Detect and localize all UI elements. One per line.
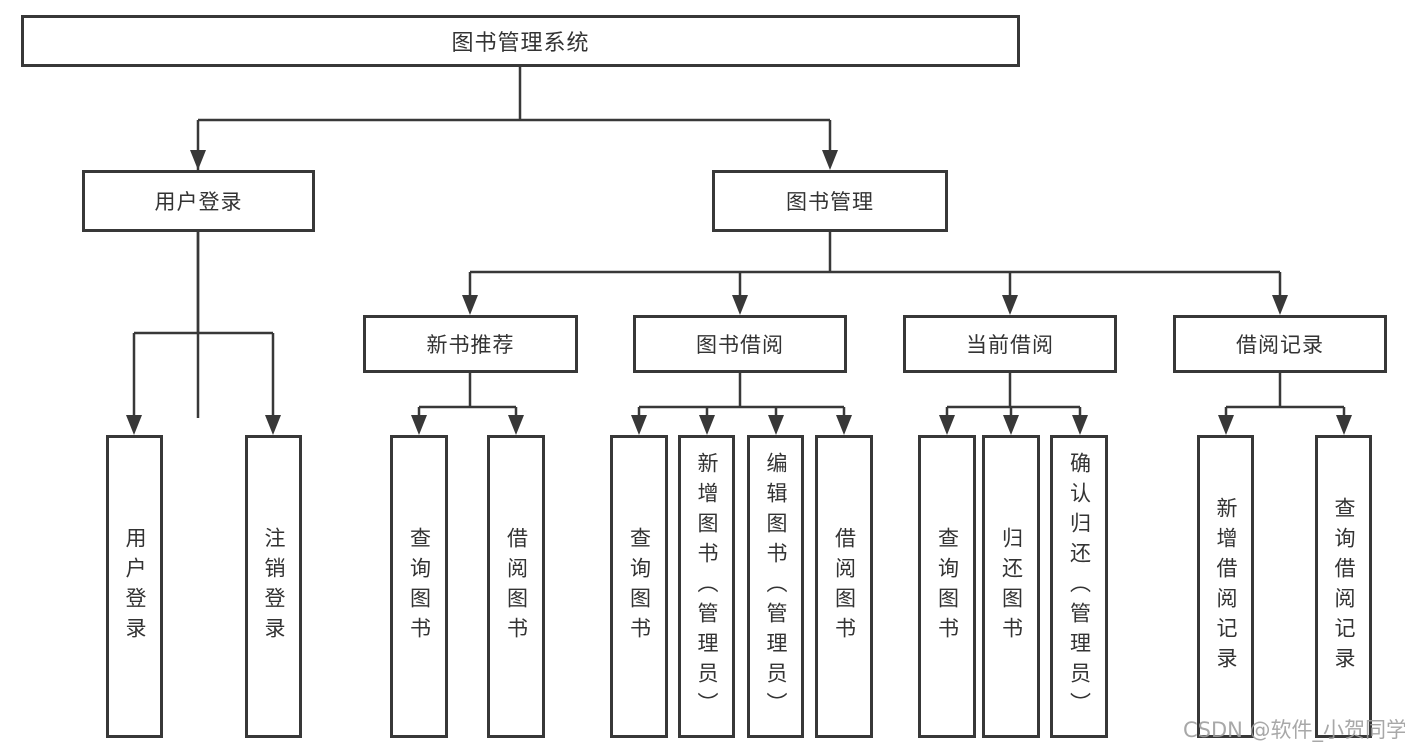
node-borrow-records: 借阅记录 [1173,315,1387,373]
leaf-query-books-current: 查询图书 [918,435,976,738]
leaf-return-books: 归还图书 [982,435,1040,738]
leaf-borrow-books-recommend: 借阅图书 [487,435,545,738]
node-library-management-system: 图书管理系统 [21,15,1020,67]
leaf-add-books-admin: 新增图书（管理员） [678,435,735,738]
leaf-borrow-books: 借阅图书 [815,435,873,738]
watermark: CSDN @软件_小贺同学 [1183,718,1405,742]
node-user-login: 用户登录 [82,170,315,232]
connector-borrow-to-leaves [637,373,846,425]
leaf-query-books-borrow: 查询图书 [610,435,668,738]
leaf-edit-books-admin: 编辑图书（管理员） [747,435,804,738]
connector-records-to-leaves [1224,373,1346,425]
connector-newbook-to-leaves [417,373,518,425]
node-book-borrow: 图书借阅 [633,315,847,373]
connector-bookmgmt-to-level3 [468,232,1282,305]
leaf-user-login: 用户登录 [106,435,163,738]
connector-userlogin-to-leaves [132,232,275,425]
leaf-query-books-recommend: 查询图书 [390,435,448,738]
node-book-management: 图书管理 [712,170,948,232]
node-new-book-recommend: 新书推荐 [363,315,578,373]
leaf-add-borrow-record: 新增借阅记录 [1197,435,1254,738]
leaf-query-borrow-record: 查询借阅记录 [1315,435,1372,738]
leaf-logout: 注销登录 [245,435,302,738]
connector-root-to-level2 [196,67,832,418]
node-current-borrow: 当前借阅 [903,315,1117,373]
leaf-confirm-return-admin: 确认归还（管理员） [1050,435,1108,738]
